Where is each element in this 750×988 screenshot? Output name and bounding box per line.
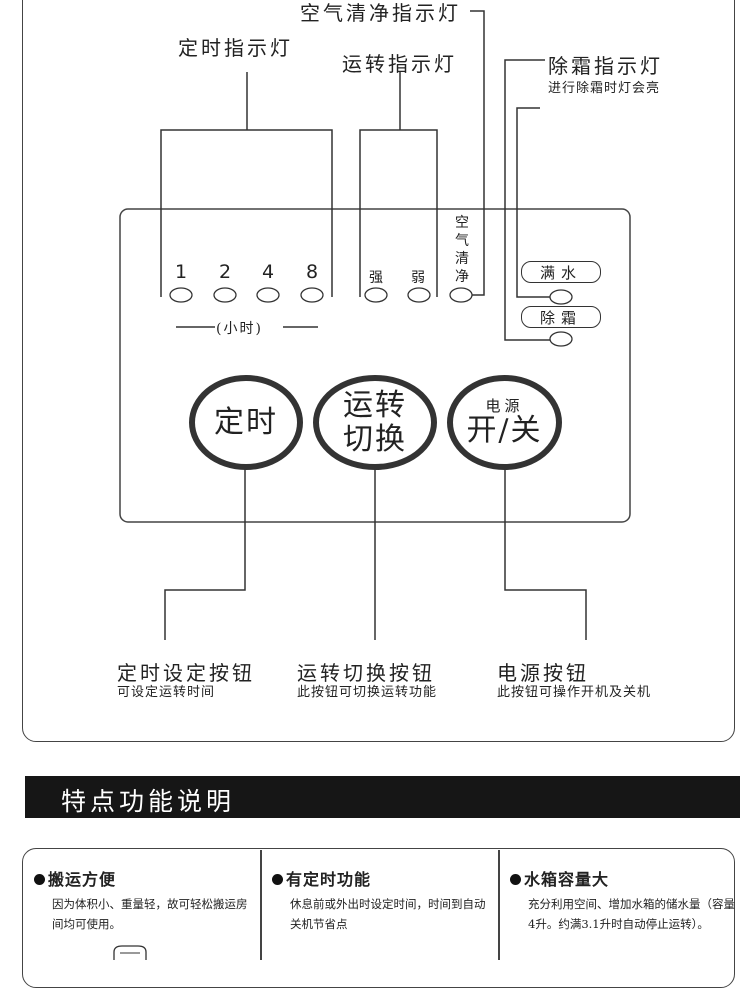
feature-portable: 搬运方便 因为体积小、重量轻，故可轻松搬运房间均可使用。 — [34, 866, 257, 934]
timer-hour-2: 2 — [219, 261, 232, 283]
timer-hour-8: 8 — [306, 261, 319, 283]
mode-button-line2: 切换 — [343, 421, 407, 457]
leader-lines — [119, 10, 631, 640]
run-indicator-title: 运转指示灯 — [342, 52, 457, 76]
defrost-tag: 除霜 — [521, 306, 601, 328]
hours-label: (小时) — [216, 321, 263, 337]
section-banner: 特点功能说明 — [25, 776, 740, 818]
feature-desc: 充分利用空间、增加水箱的储水量（容量4升。约满3.1升时自动停止运转）。 — [528, 897, 735, 931]
defrost-indicator-title: 除霜指示灯 — [548, 54, 663, 78]
bullet-icon — [272, 874, 283, 885]
feature-desc: 休息前或外出时设定时间，时间到自动关机节省点 — [290, 897, 486, 931]
timer-callout-title: 定时设定按钮 — [117, 661, 255, 685]
power-button-small-label: 电源 — [485, 396, 524, 415]
feature-desc: 因为体积小、重量轻，故可轻松搬运房间均可使用。 — [52, 897, 248, 931]
feature-tank: 水箱容量大 充分利用空间、增加水箱的储水量（容量4升。约满3.1升时自动停止运转… — [510, 866, 738, 934]
power-button[interactable]: 电源 开/关 — [447, 375, 562, 470]
section-banner-title: 特点功能说明 — [61, 787, 236, 816]
air-clean-indicator-title: 空气清净指示灯 — [300, 1, 461, 25]
mode-switch-button[interactable]: 运转 切换 — [313, 375, 437, 470]
diagram-frame — [22, 0, 735, 742]
power-callout-desc: 此按钮可操作开机及关机 — [497, 685, 652, 700]
air-clean-char: 空 — [455, 215, 469, 231]
mode-button-line1: 运转 — [343, 387, 407, 423]
timer-button[interactable]: 定时 — [189, 375, 303, 470]
bullet-icon — [510, 874, 521, 885]
air-clean-vertical-label: 空 气 清 净 — [455, 214, 471, 286]
bullet-icon — [34, 874, 45, 885]
air-clean-char: 净 — [455, 269, 469, 285]
mode-callout-desc: 此按钮可切换运转功能 — [297, 685, 438, 700]
run-mode-weak: 弱 — [411, 270, 425, 286]
feature-title: 水箱容量大 — [524, 870, 610, 889]
air-clean-char: 气 — [455, 233, 469, 249]
feature-title: 搬运方便 — [48, 870, 117, 889]
full-water-tag: 满水 — [521, 261, 601, 283]
feature-title: 有定时功能 — [286, 870, 372, 889]
run-mode-strong: 强 — [369, 270, 383, 286]
power-callout-title: 电源按钮 — [497, 661, 589, 685]
power-button-label: 开/关 — [466, 412, 543, 448]
defrost-indicator-note: 进行除霜时灯会亮 — [548, 81, 661, 96]
timer-indicator-title: 定时指示灯 — [178, 36, 293, 60]
timer-button-label: 定时 — [214, 404, 278, 440]
timer-callout-desc: 可设定运转时间 — [117, 685, 216, 700]
mode-callout-title: 运转切换按钮 — [297, 661, 435, 685]
device-sketch-icon — [113, 945, 147, 960]
air-clean-char: 清 — [455, 251, 469, 267]
feature-divider — [498, 850, 500, 960]
feature-timer: 有定时功能 休息前或外出时设定时间，时间到自动关机节省点 — [272, 866, 495, 934]
feature-divider — [260, 850, 262, 960]
timer-hour-1: 1 — [175, 261, 188, 283]
timer-hour-4: 4 — [262, 261, 275, 283]
